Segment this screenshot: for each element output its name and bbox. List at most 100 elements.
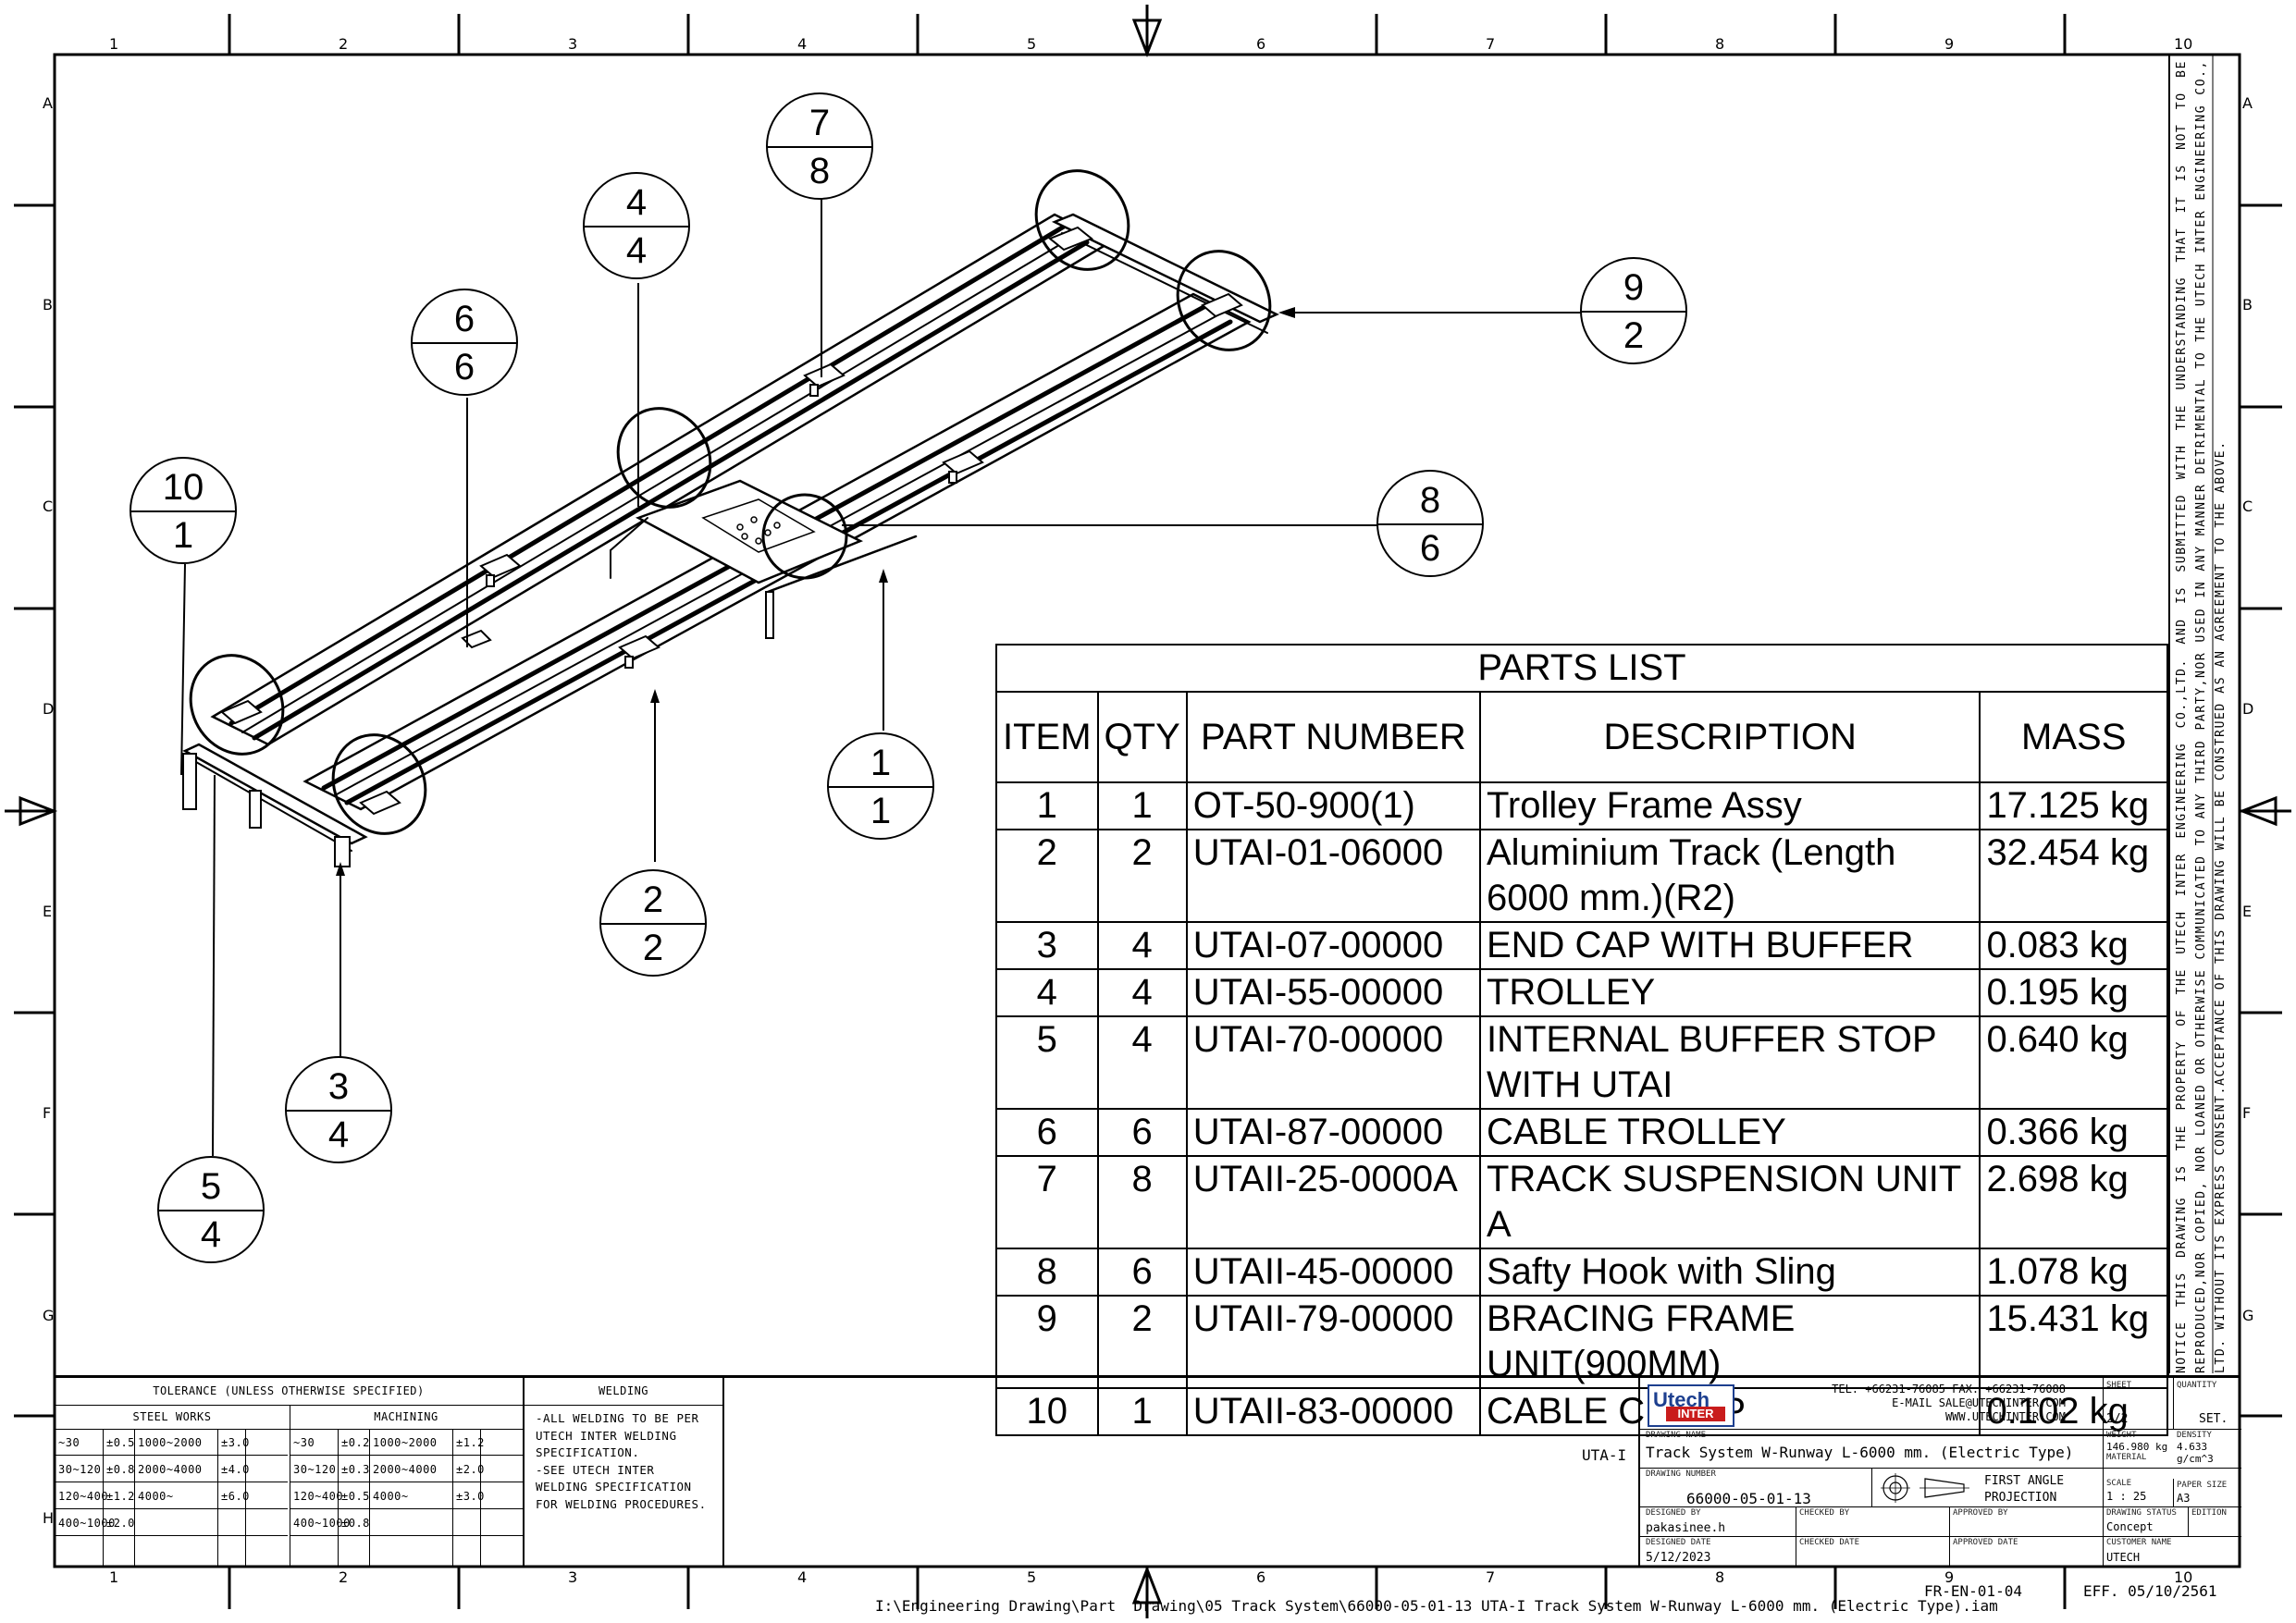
cell-part-number: UTAII-25-0000A bbox=[1185, 1155, 1481, 1249]
paper-size-value: A3 bbox=[2177, 1492, 2191, 1505]
zone-col-label: 3 bbox=[568, 35, 578, 53]
tolerance-cell: ±0.2 bbox=[341, 1436, 370, 1449]
isometric-assembly-view bbox=[182, 169, 1279, 867]
tolerance-cell: 120~400 bbox=[293, 1490, 344, 1503]
approved-by-label: APPROVED BY bbox=[1953, 1508, 2008, 1518]
balloon-divider bbox=[131, 510, 235, 512]
tolerance-cell: 400~1000 bbox=[293, 1517, 351, 1530]
balloon-item-number: 1 bbox=[870, 743, 892, 783]
tolerance-cell: 2000~4000 bbox=[138, 1463, 203, 1476]
zone-ticks bbox=[14, 14, 2282, 1609]
logo-text-bottom: INTER bbox=[1666, 1407, 1725, 1421]
zone-col-label: 9 bbox=[1944, 35, 1955, 53]
cell-part-number: UTAII-79-00000 bbox=[1185, 1295, 1481, 1389]
cell-description: Trolley Frame Assy bbox=[1478, 781, 1981, 830]
cell-mass: 0.083 kg bbox=[1979, 921, 2168, 970]
balloon-item-number: 10 bbox=[162, 467, 204, 508]
cell-part-number: UTAI-55-00000 bbox=[1185, 968, 1481, 1017]
checked-date-label: CHECKED DATE bbox=[1799, 1538, 1860, 1547]
tolerance-cell: 1000~2000 bbox=[138, 1436, 203, 1449]
machining-title: MACHINING bbox=[374, 1410, 438, 1423]
zone-col-label: 2 bbox=[339, 35, 349, 53]
cell-qty: 1 bbox=[1096, 781, 1188, 830]
tolerance-cell: ~30 bbox=[58, 1436, 80, 1449]
zone-col-label: 1 bbox=[109, 1568, 119, 1586]
welding-note-line: UTECH INTER WELDING bbox=[536, 1428, 677, 1443]
cell-description: Aluminium Track (Length 6000 mm.)(R2) bbox=[1478, 829, 1981, 923]
balloon-divider bbox=[768, 146, 871, 148]
cell-qty: 1 bbox=[1096, 1387, 1188, 1436]
zone-col-label: 6 bbox=[1256, 1568, 1266, 1586]
balloon-divider bbox=[159, 1210, 263, 1211]
drawing-number: 66000-05-01-13 bbox=[1686, 1490, 1811, 1507]
cell-part-number: UTAI-07-00000 bbox=[1185, 921, 1481, 970]
cell-mass: 0.640 kg bbox=[1979, 1015, 2168, 1110]
centering-marks bbox=[5, 5, 2291, 1618]
balloon-divider bbox=[1378, 523, 1482, 525]
zone-col-label: 5 bbox=[1027, 35, 1037, 53]
zone-row-label: A bbox=[43, 94, 53, 112]
cell-qty: 2 bbox=[1096, 1295, 1188, 1389]
balloon-quantity: 2 bbox=[1623, 315, 1645, 356]
tolerance-cell: ±2.0 bbox=[456, 1463, 485, 1476]
col-header-qty: QTY bbox=[1096, 691, 1188, 783]
balloon-quantity: 6 bbox=[453, 347, 475, 387]
checked-by-label: CHECKED BY bbox=[1799, 1508, 1850, 1518]
tolerance-cell: ±4.0 bbox=[221, 1463, 250, 1476]
tolerance-cell: ±1.2 bbox=[106, 1490, 135, 1503]
cell-mass: 15.431 kg bbox=[1979, 1295, 2168, 1389]
balloon-quantity: 4 bbox=[200, 1214, 222, 1255]
balloon-item-number: 4 bbox=[625, 182, 648, 223]
zone-row-label: D bbox=[43, 700, 55, 718]
zone-col-label: 7 bbox=[1486, 1568, 1496, 1586]
zone-col-label: 4 bbox=[797, 1568, 808, 1586]
balloon-item-number: 2 bbox=[642, 879, 664, 920]
sheet-label: SHEET bbox=[2106, 1381, 2132, 1390]
tolerance-cell: 4000~ bbox=[138, 1490, 174, 1503]
parts-list-table: PARTS LIST ITEM QTY PART NUMBER DESCRIPT… bbox=[995, 644, 2168, 1436]
drawing-prefix: UTA-I bbox=[1582, 1446, 1627, 1464]
zone-label-row-bottom: 1 2 3 4 5 6 7 8 9 10 bbox=[0, 1568, 2296, 1587]
weight-value: 146.980 kg bbox=[2106, 1441, 2168, 1453]
balloon-quantity: 2 bbox=[642, 928, 664, 968]
cell-item: 1 bbox=[995, 781, 1099, 830]
cell-mass: 2.698 kg bbox=[1979, 1155, 2168, 1249]
balloon-divider bbox=[413, 342, 516, 344]
quantity-value: SET. bbox=[2199, 1412, 2228, 1426]
welding-note-line: WELDING SPECIFICATION bbox=[536, 1480, 692, 1494]
balloon-quantity: 1 bbox=[870, 791, 892, 831]
zone-row-label: G bbox=[43, 1307, 55, 1324]
tolerance-cell: ±3.0 bbox=[221, 1436, 250, 1449]
zone-col-label: 9 bbox=[1944, 1568, 1955, 1586]
cell-item: 7 bbox=[995, 1155, 1099, 1249]
cell-mass: 0.195 kg bbox=[1979, 968, 2168, 1017]
zone-col-label: 7 bbox=[1486, 35, 1496, 53]
copyright-notice: NOTICE THIS DRAWING IS THE PROPERTY OF T… bbox=[2175, 60, 2228, 1373]
cell-qty: 4 bbox=[1096, 968, 1188, 1017]
cell-part-number: UTAII-83-00000 bbox=[1185, 1387, 1481, 1436]
cell-qty: 2 bbox=[1096, 829, 1188, 923]
zone-row-label: F bbox=[43, 1104, 52, 1122]
cell-item: 10 bbox=[995, 1387, 1099, 1436]
cell-mass: 17.125 kg bbox=[1979, 781, 2168, 830]
cell-qty: 6 bbox=[1096, 1248, 1188, 1297]
zone-row-label: G bbox=[2242, 1307, 2254, 1324]
zone-row-label: B bbox=[43, 296, 53, 314]
zone-col-label: 10 bbox=[2174, 1568, 2193, 1586]
edition-label: EDITION bbox=[2191, 1508, 2227, 1518]
tolerance-cell: 30~120 bbox=[58, 1463, 102, 1476]
tolerance-cell: ±6.0 bbox=[221, 1490, 250, 1503]
tolerance-cell: ±0.8 bbox=[341, 1517, 370, 1530]
cell-item: 9 bbox=[995, 1295, 1099, 1389]
designed-date-label: DESIGNED DATE bbox=[1646, 1538, 1711, 1547]
title-area-top-line bbox=[55, 1375, 2240, 1378]
suspension-clamps bbox=[220, 226, 1243, 816]
projection-label-2: PROJECTION bbox=[1984, 1491, 2057, 1505]
cell-description: TROLLEY bbox=[1478, 968, 1981, 1017]
